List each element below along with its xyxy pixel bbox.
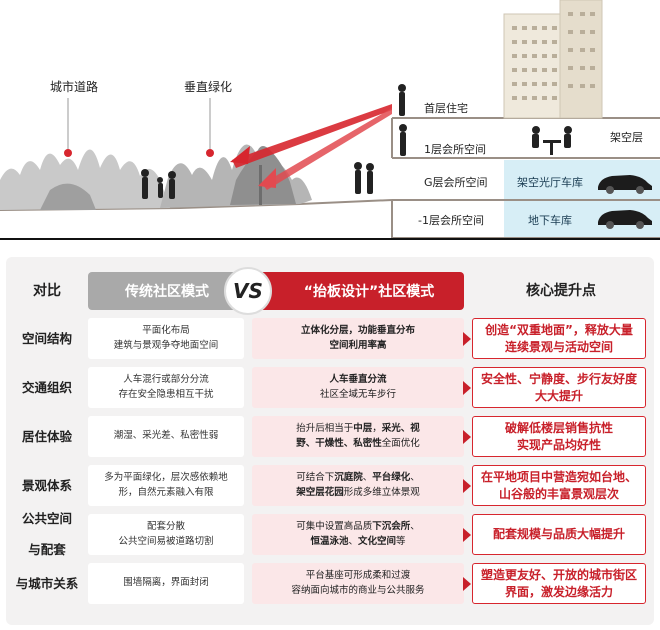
header-compare: 对比	[33, 283, 61, 299]
section-illustration: 城市道路 垂直绿化 首层住宅 1层会所空间 G层会所空间 -1层会所空间 架空层…	[0, 0, 660, 240]
label-g-club: G层会所空间	[424, 176, 488, 189]
cell-lifted: 抬升后相当于中层，采光、视野、干燥性、私密性全面优化	[252, 416, 464, 457]
row-label: 居住体验	[21, 428, 72, 444]
label-stilt-hall-garage: 架空光厅车库	[517, 176, 583, 189]
cell-core: 在平地项目中营造宛如台地、山谷般的丰富景观层次	[472, 465, 646, 506]
section-divider	[0, 238, 660, 240]
label-first-floor-residence: 首层住宅	[424, 102, 468, 115]
arrow-right-icon	[463, 331, 471, 346]
cell-traditional: 多为平面绿化，层次感依赖地形，自然元素融入有限	[88, 465, 244, 506]
cell-core: 创造“双重地面”，释放大量连续景观与活动空间	[472, 318, 646, 359]
arrow-right-icon	[463, 429, 471, 444]
cell-core: 塑造更友好、开放的城市街区界面，激发边缘活力	[472, 563, 646, 604]
cell-lifted: 平台基座可形成柔和过渡容纳面向城市的商业与公共服务	[252, 563, 464, 604]
arrow-right-icon	[463, 478, 471, 493]
label-city-road: 城市道路	[50, 80, 99, 94]
cell-traditional: 围墙隔离，界面封闭	[88, 563, 244, 604]
section-drawing	[0, 0, 660, 240]
row-label: 景观体系	[21, 477, 72, 493]
cell-traditional: 配套分散公共空间易被道路切割	[88, 514, 244, 555]
arrow-right-icon	[463, 527, 471, 542]
cell-lifted: 可结合下沉庭院、平台绿化、架空层花园形成多维立体景观	[252, 465, 464, 506]
label-markers	[64, 98, 214, 157]
label-stilt-floor: 架空层	[610, 131, 643, 144]
label-b1-club: -1层会所空间	[418, 214, 484, 227]
cell-lifted: 人车垂直分流社区全域无车步行	[252, 367, 464, 408]
row-label: 与城市关系	[15, 575, 79, 591]
view-arrows	[230, 104, 392, 190]
residential-towers	[503, 0, 603, 119]
cell-lifted: 可集中设置高品质下沉会所、恒温泳池、文化空间等	[252, 514, 464, 555]
cell-traditional: 人车混行或部分分流存在安全隐患相互干扰	[88, 367, 244, 408]
label-underground-garage: 地下车库	[528, 214, 572, 227]
cell-lifted: 立体化分层，功能垂直分布空间利用率高	[252, 318, 464, 359]
cell-traditional: 平面化布局建筑与景观争夺地面空间	[88, 318, 244, 359]
label-f1-club: 1层会所空间	[424, 143, 486, 156]
row-label: 空间结构	[21, 330, 72, 346]
header-core: 核心提升点	[526, 283, 596, 299]
cell-core: 配套规模与品质大幅提升	[472, 514, 646, 555]
row-label: 公共空间与配套	[21, 511, 72, 558]
row-label: 交通组织	[21, 379, 72, 395]
cell-traditional: 潮湿、采光差、私密性弱	[88, 416, 244, 457]
header-traditional: 传统社区模式	[88, 272, 246, 310]
arrow-right-icon	[463, 576, 471, 591]
arrow-right-icon	[463, 380, 471, 395]
cell-core: 破解低楼层销售抗性实现产品均好性	[472, 416, 646, 457]
cafe-table-icon	[532, 126, 572, 155]
people-silhouettes	[141, 84, 407, 199]
car-icon	[598, 175, 652, 229]
vs-badge: VS	[224, 267, 272, 315]
cell-core: 安全性、宁静度、步行友好度大大提升	[472, 367, 646, 408]
header-lifted: “抬板设计”社区模式	[256, 272, 464, 310]
label-vertical-green: 垂直绿化	[184, 80, 233, 94]
